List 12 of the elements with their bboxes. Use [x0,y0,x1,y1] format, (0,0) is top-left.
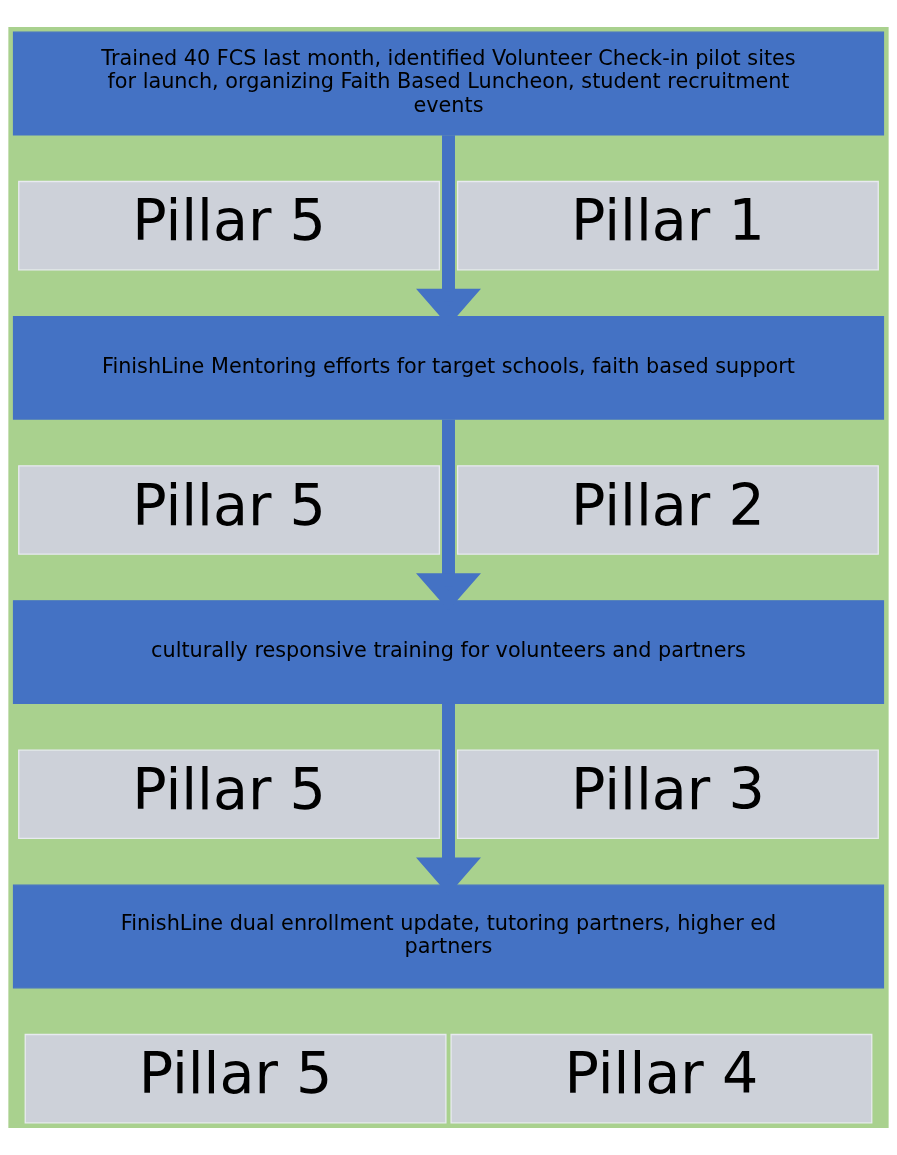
node-box: Pillar 1 [456,180,879,271]
node-box: FinishLine Mentoring efforts for target schools, faith based support [12,315,885,420]
node-box: FinishLine dual enrollment update, tutoring partners, higher ed partners [12,884,885,989]
node-box: Pillar 5 [24,1033,447,1124]
node-box: Pillar 5 [18,749,441,840]
node-box: Pillar 3 [456,749,879,840]
node-box: culturally responsive training for volunteers and partners [12,600,885,705]
node-box: Pillar 5 [18,465,441,555]
node-box: Pillar 5 [18,180,441,271]
node-box: Pillar 2 [456,465,879,555]
node-box: Trained 40 FCS last month, identified Volunteer Check-in pilot sites for launch, organizing Faith Based Luncheon, student recruitment events [12,31,885,136]
node-box: Pillar 4 [450,1033,873,1124]
